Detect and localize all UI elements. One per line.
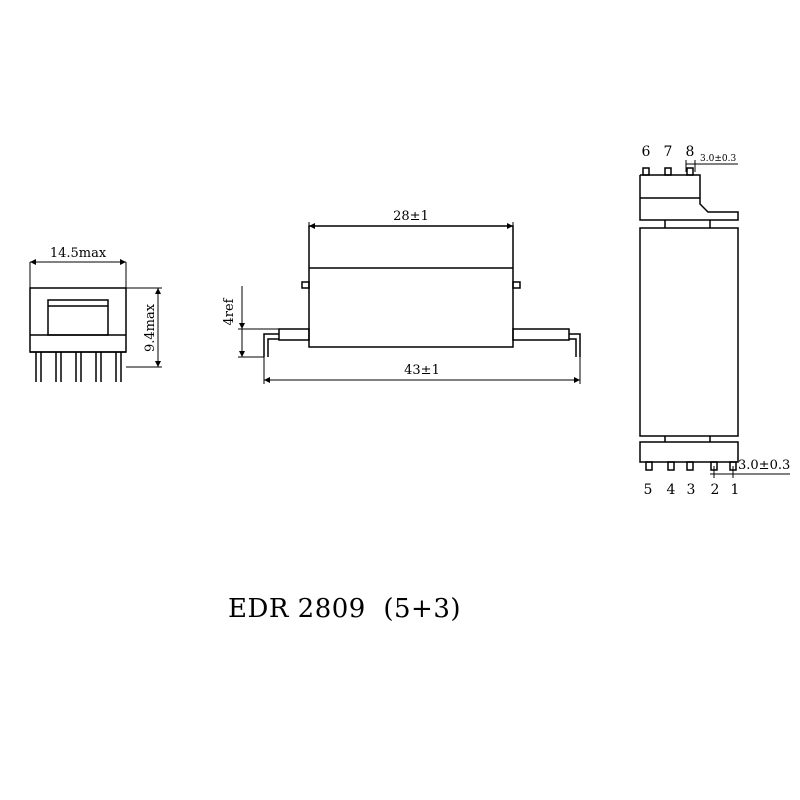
pin-label-4: 4 [667, 482, 676, 498]
front-height-label: 9.4max [143, 303, 158, 352]
pin-label-7: 7 [664, 144, 673, 160]
pin-label-3: 3 [687, 482, 696, 498]
bottom-pitch-label: 3.0±0.3 [738, 458, 790, 473]
front-width-label: 14.5max [50, 246, 107, 261]
bottom-view: 6 7 8 3.0±0.3 3.0±0.3 [639, 144, 790, 498]
pin-label-8: 8 [686, 144, 695, 160]
side-body-length-label: 28±1 [393, 209, 429, 224]
pin-label-1: 1 [731, 482, 740, 498]
pin-label-2: 2 [711, 482, 720, 498]
top-pitch-label: 3.0±0.3 [700, 154, 736, 164]
drawing-title: EDR 2809 (5+3) [228, 594, 462, 624]
side-view: 28±1 4ref 43±1 [222, 209, 581, 384]
pin-label-6: 6 [642, 144, 651, 160]
side-pin-span-label: 43±1 [404, 363, 440, 378]
front-pins [35, 352, 122, 382]
side-pin-height-label: 4ref [222, 297, 237, 325]
pin-label-5: 5 [644, 482, 653, 498]
front-view: 14.5max 9.4max [29, 246, 162, 382]
